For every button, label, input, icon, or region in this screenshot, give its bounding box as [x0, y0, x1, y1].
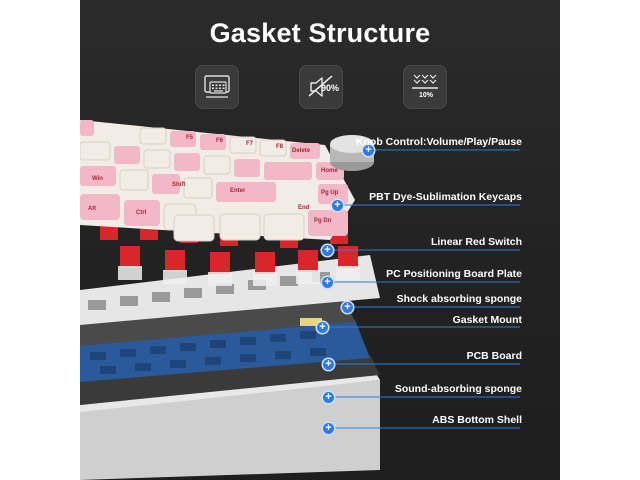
keycap-legend-win: Win: [92, 176, 103, 182]
keycap-legend-pgdn: Pg Dn: [314, 218, 332, 224]
keycap-legend-ctrl: Ctrl: [136, 210, 147, 216]
layer-marker-switch[interactable]: +: [322, 245, 333, 256]
sound-reduction-badge: 90%: [321, 83, 340, 93]
keycap-rows: [80, 120, 348, 242]
keycap-legend-f7: F7: [246, 141, 254, 147]
keycap-legend-f8: F8: [276, 144, 284, 150]
page-title: Gasket Structure: [209, 18, 431, 48]
layer-marker-plate[interactable]: +: [322, 277, 333, 288]
label-pc-plate: PC Positioning Board Plate: [386, 268, 522, 280]
feature-compression: 10%: [403, 65, 447, 109]
keycap-legend-home: Home: [321, 168, 338, 174]
label-gasket-mount: Gasket Mount: [452, 314, 522, 326]
keycap-legend-end: End: [298, 205, 310, 211]
keycap-legend-f5: F5: [186, 135, 194, 141]
keycap-legend-enter: Enter: [230, 188, 246, 194]
label-pcb-board: PCB Board: [466, 350, 522, 362]
label-knob-control: Knob Control:Volume/Play/Pause: [355, 136, 522, 148]
label-shock-sponge: Shock absorbing sponge: [396, 293, 522, 305]
keyboard-exploded-illustration: [80, 120, 380, 480]
layer-marker-shock-sponge[interactable]: +: [342, 302, 353, 313]
pressure-compression-icon: [412, 74, 438, 89]
product-panel: Gasket Structure 90%: [80, 0, 560, 480]
feature-keyboard: [195, 65, 239, 109]
keycap-legend-alt: Alt: [88, 206, 96, 212]
abs-bottom-shell: [80, 380, 380, 480]
layer-marker-sound-sponge[interactable]: +: [323, 392, 334, 403]
gasket-mount: [300, 318, 322, 326]
keycap-legend-shift: Shift: [172, 182, 186, 188]
label-pbt-keycaps: PBT Dye-Sublimation Keycaps: [369, 191, 522, 203]
feature-sound-dampening: 90%: [299, 65, 343, 109]
compression-badge: 10%: [419, 92, 434, 99]
layer-marker-gasket[interactable]: +: [317, 322, 328, 333]
callout-lines: [320, 149, 520, 429]
keycap-legend-pgup: Pg Up: [321, 190, 339, 196]
layer-marker-bottom-shell[interactable]: +: [323, 423, 334, 434]
layer-marker-knob[interactable]: +: [363, 145, 374, 156]
label-linear-red-switch: Linear Red Switch: [430, 236, 522, 248]
keycap-legend-f6: F6: [216, 138, 224, 144]
label-abs-bottom-shell: ABS Bottom Shell: [432, 414, 522, 426]
label-sound-sponge: Sound-absorbing sponge: [394, 383, 522, 395]
sound-dampening-icon: [308, 75, 333, 97]
sound-absorbing-sponge: [80, 355, 380, 405]
red-switches: [100, 222, 360, 286]
layer-marker-pcb[interactable]: +: [323, 359, 334, 370]
shock-absorbing-sponge: [80, 298, 355, 346]
keycap-legend-delete: Delete: [292, 148, 311, 154]
keyboard-monitor-icon: [204, 75, 230, 98]
pcb-board: [80, 320, 370, 382]
layer-marker-keycaps[interactable]: +: [332, 200, 343, 211]
